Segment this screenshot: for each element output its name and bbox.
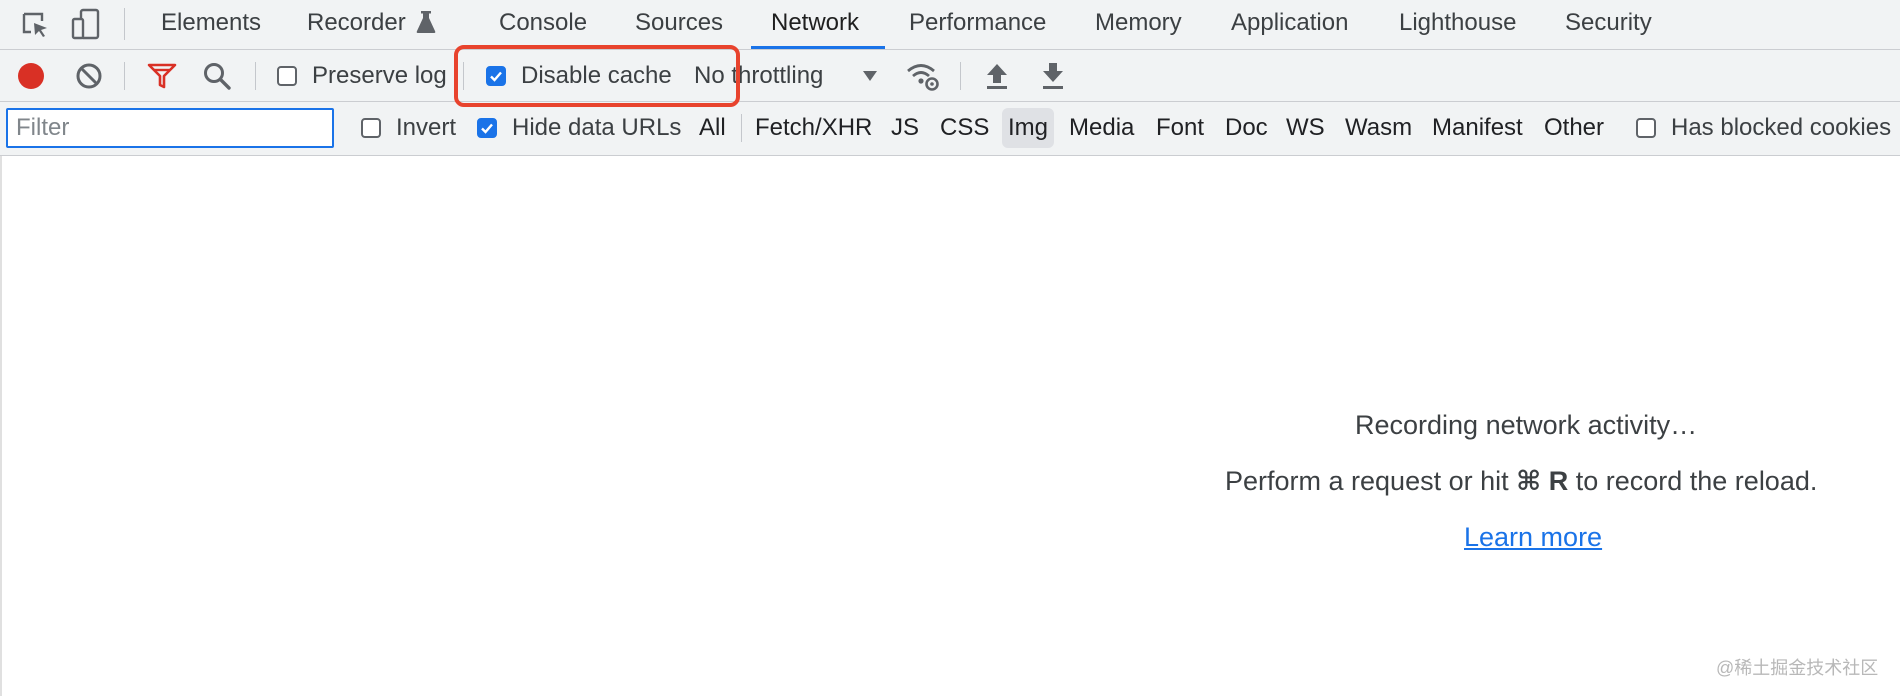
device-toolbar-icon[interactable] [68, 6, 104, 42]
filter-type-wasm[interactable]: Wasm [1345, 114, 1413, 141]
filter-type-js[interactable]: JS [891, 114, 920, 141]
watermark: @稀土掘金技术社区 [1716, 658, 1879, 678]
filter-icon[interactable] [146, 61, 178, 91]
network-filter-bar: Invert Hide data URLs All Fetch/XHR JS C… [0, 102, 1900, 156]
filter-type-other[interactable]: Other [1544, 114, 1605, 141]
filter-separator [741, 114, 742, 142]
invert-checkbox[interactable] [361, 118, 381, 138]
tab-application[interactable]: Application [1231, 9, 1349, 36]
panel-left-border [0, 156, 2, 696]
toolbar-separator [960, 62, 961, 90]
filter-input[interactable] [6, 108, 334, 148]
filter-type-all[interactable]: All [699, 114, 726, 141]
search-icon[interactable] [202, 61, 232, 91]
inspect-element-icon[interactable] [18, 8, 52, 42]
network-toolbar: Preserve log Disable cache No throttling [0, 50, 1900, 102]
toolbar-separator [124, 62, 125, 90]
dropdown-arrow-icon[interactable] [860, 66, 880, 86]
tab-lighthouse[interactable]: Lighthouse [1399, 9, 1517, 36]
tab-recorder[interactable]: Recorder [307, 9, 406, 36]
hide-data-urls-label[interactable]: Hide data URLs [512, 114, 682, 141]
tab-separator [124, 8, 125, 40]
network-conditions-icon[interactable] [905, 59, 941, 93]
tab-security[interactable]: Security [1565, 9, 1652, 36]
disable-cache-checkbox[interactable] [486, 66, 506, 86]
hide-data-urls-checkbox[interactable] [477, 118, 497, 138]
filter-type-css[interactable]: CSS [940, 114, 990, 141]
reload-shortcut: ⌘ R [1516, 466, 1569, 496]
filter-type-manifest[interactable]: Manifest [1432, 114, 1523, 141]
blocked-cookies-checkbox[interactable] [1636, 118, 1656, 138]
tab-sources[interactable]: Sources [635, 9, 724, 36]
clear-icon[interactable] [74, 61, 104, 91]
hint-text-before: Perform a request or hit [1225, 466, 1509, 496]
filter-type-img[interactable]: Img [1002, 108, 1055, 148]
tab-network[interactable]: Network [771, 9, 860, 36]
empty-state-hint: Perform a request or hit ⌘ R to record t… [1225, 466, 1817, 497]
filter-type-media[interactable]: Media [1069, 114, 1135, 141]
disable-cache-label[interactable]: Disable cache [521, 62, 672, 89]
annotation-highlight-box [454, 45, 740, 107]
hint-text-after: to record the reload. [1575, 466, 1818, 496]
blocked-cookies-label[interactable]: Has blocked cookies [1671, 114, 1892, 141]
active-tab-indicator [751, 46, 885, 49]
toolbar-separator [463, 62, 464, 90]
learn-more-link[interactable]: Learn more [1464, 522, 1603, 552]
preserve-log-label[interactable]: Preserve log [312, 62, 447, 89]
export-har-icon[interactable] [1038, 60, 1068, 92]
flask-icon [413, 9, 439, 35]
import-har-icon[interactable] [982, 60, 1012, 92]
devtools-tab-bar: Elements Recorder Console Sources Networ… [0, 0, 1900, 50]
toolbar-separator [255, 62, 256, 90]
tab-console[interactable]: Console [499, 9, 588, 36]
filter-type-doc[interactable]: Doc [1225, 114, 1268, 141]
tab-memory[interactable]: Memory [1095, 9, 1182, 36]
tab-elements[interactable]: Elements [161, 9, 262, 36]
throttling-select[interactable]: No throttling [694, 62, 824, 89]
filter-type-ws[interactable]: WS [1286, 114, 1325, 141]
filter-type-fetch-xhr[interactable]: Fetch/XHR [755, 114, 873, 141]
record-icon[interactable] [16, 61, 46, 91]
preserve-log-checkbox[interactable] [277, 66, 297, 86]
filter-type-font[interactable]: Font [1156, 114, 1205, 141]
invert-label[interactable]: Invert [396, 114, 457, 141]
empty-state-title: Recording network activity… [1355, 410, 1698, 440]
tab-performance[interactable]: Performance [909, 9, 1047, 36]
